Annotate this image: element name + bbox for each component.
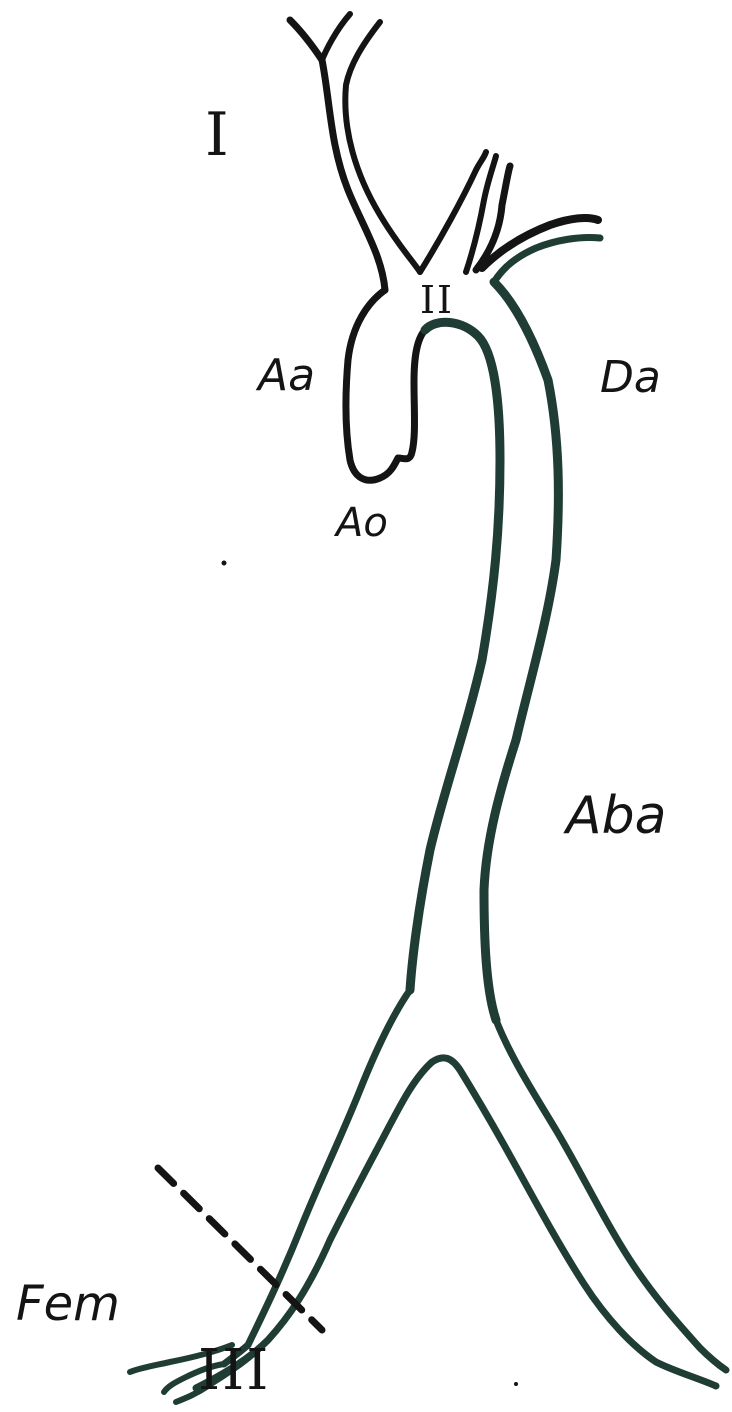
region-label-2: II — [420, 278, 454, 322]
stray-dot — [222, 561, 227, 566]
ascending-aorta — [346, 290, 425, 480]
abdominal-aorta-label: Aba — [566, 786, 666, 846]
ascending-aorta-label: Aa — [258, 350, 315, 401]
stray-dot-2 — [514, 1382, 518, 1386]
region-label-1: I — [205, 100, 231, 170]
arch-branches — [420, 152, 598, 272]
right-iliac-femoral — [432, 1020, 726, 1386]
descending-aorta-label: Da — [600, 352, 661, 403]
aortic-origin-label: Ao — [336, 500, 388, 546]
femoral-label: Fem — [16, 1276, 120, 1332]
carotid-branch — [290, 14, 420, 290]
descending-aorta — [484, 237, 600, 1020]
region-label-3: III — [198, 1338, 270, 1403]
femoral-section-line — [158, 1168, 322, 1330]
